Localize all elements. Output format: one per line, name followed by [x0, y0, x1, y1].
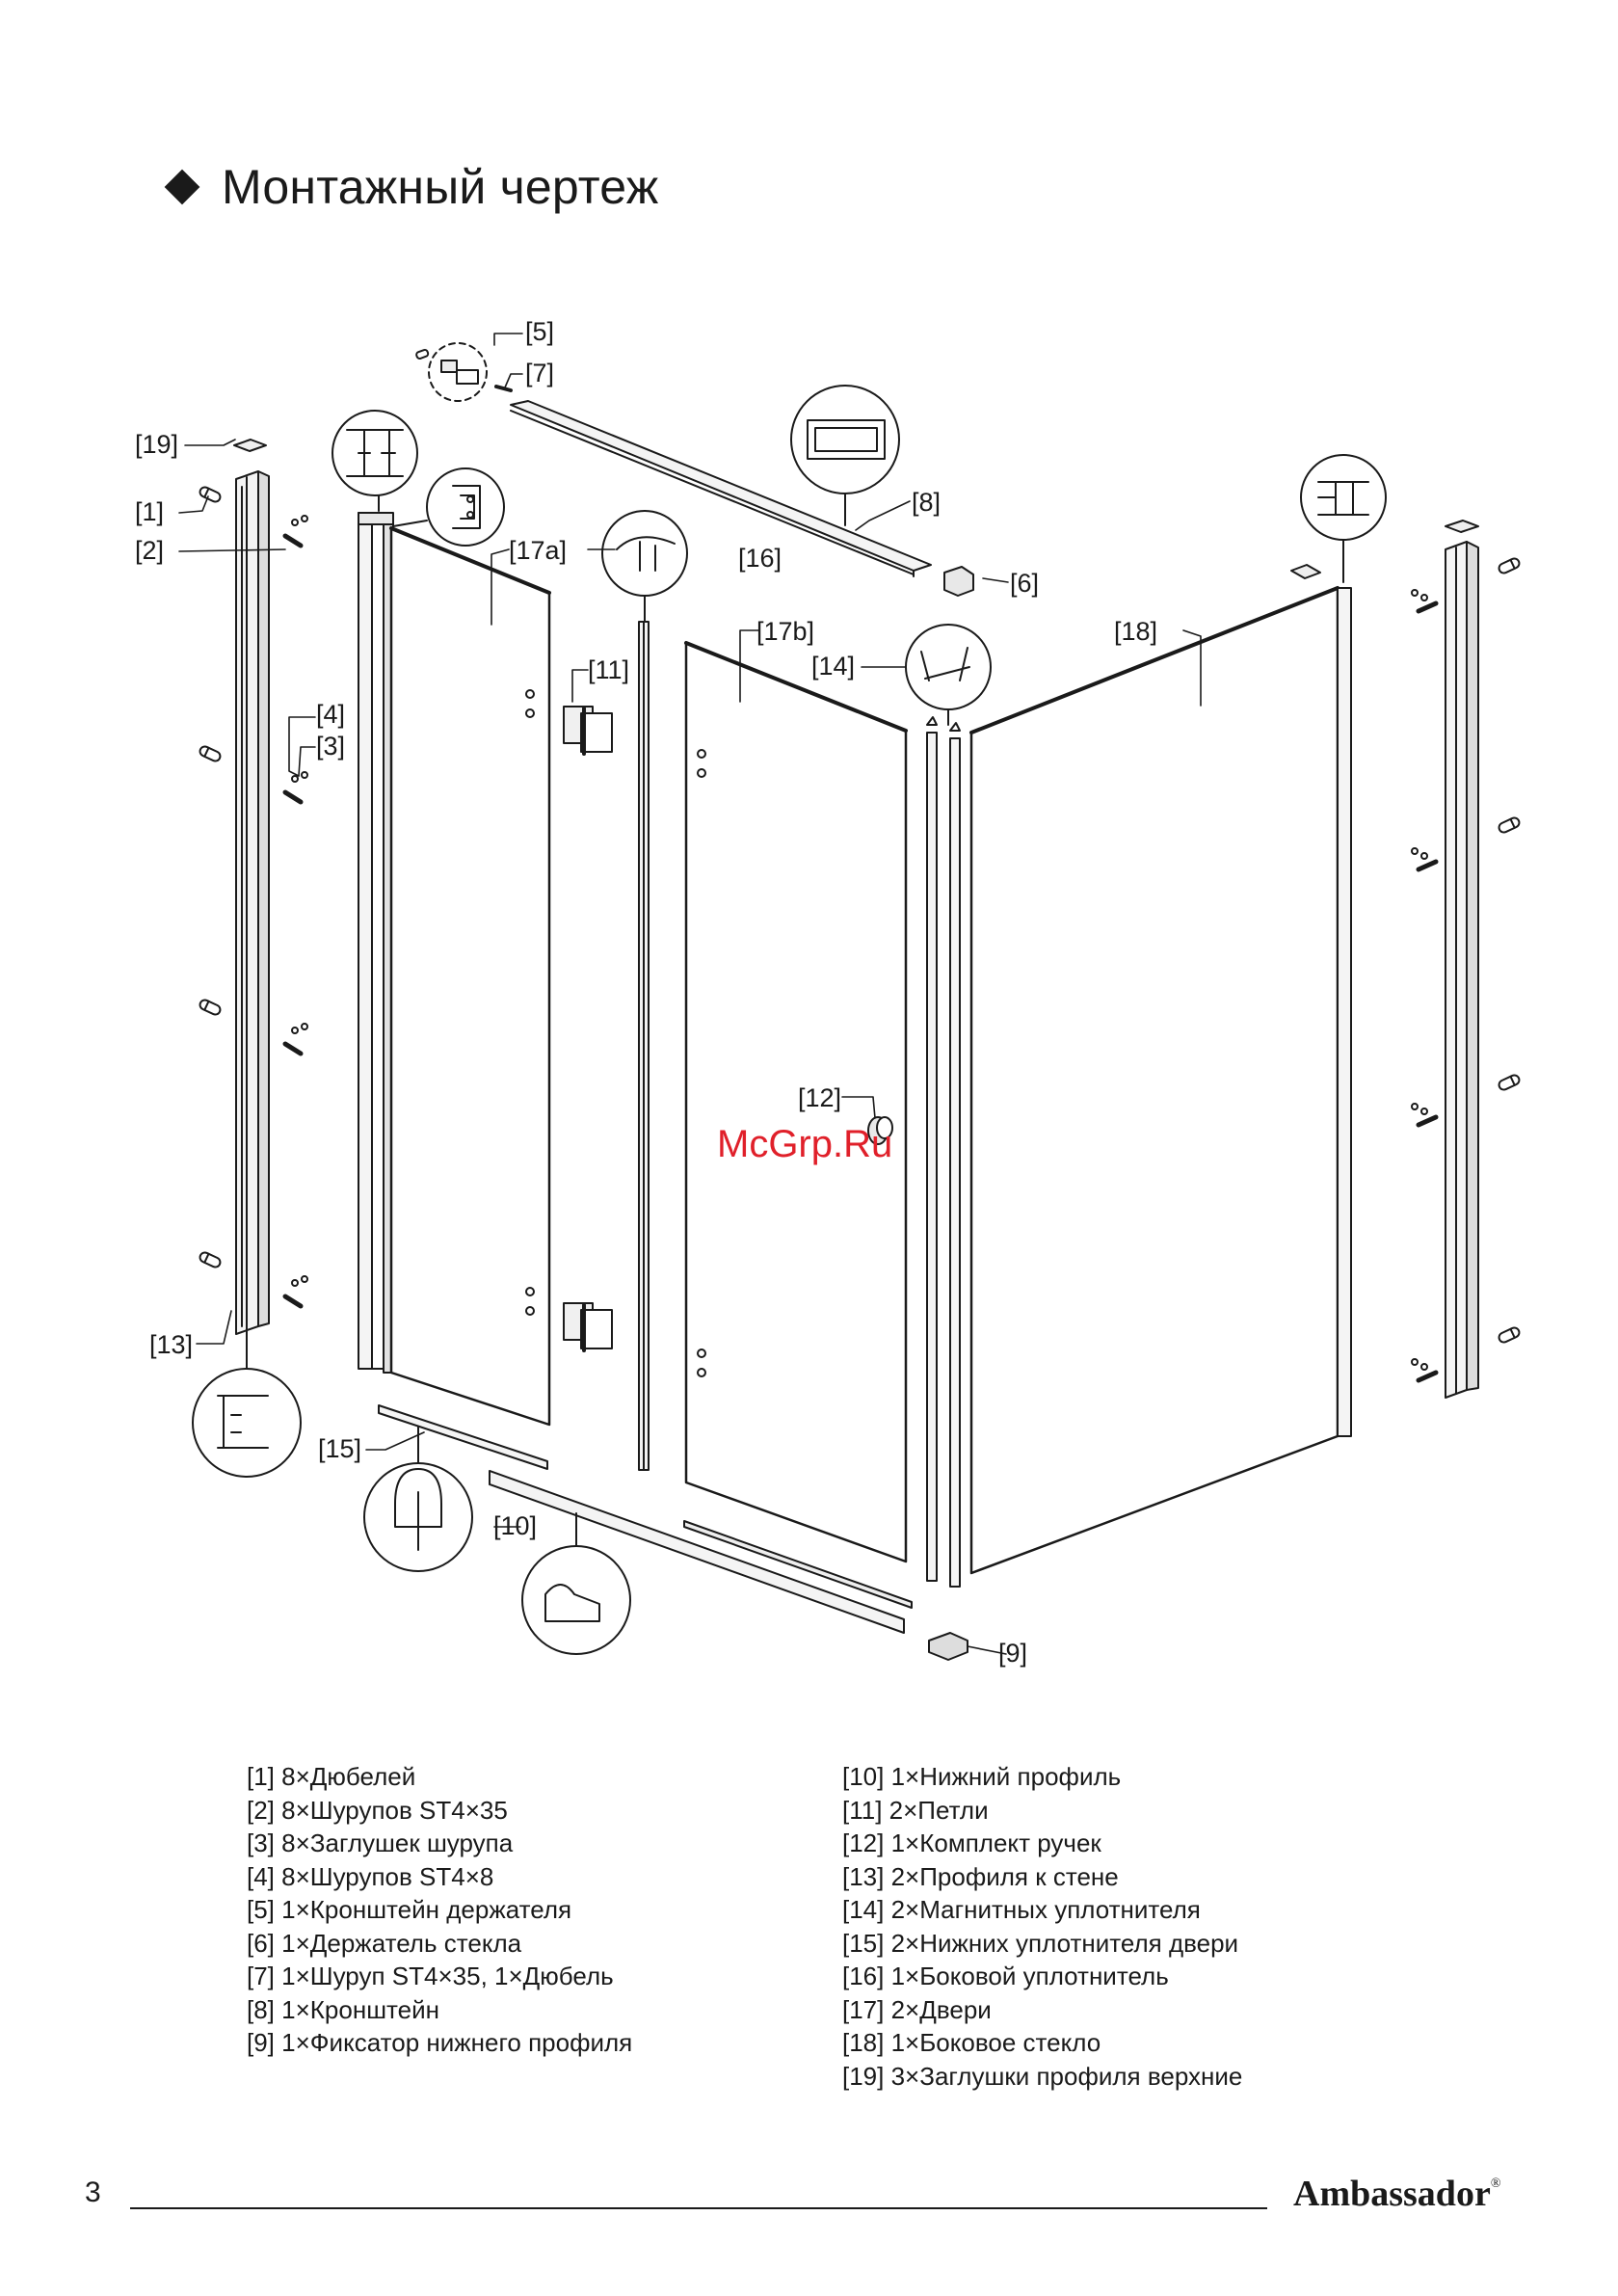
parts-list-item: [7] 1×Шуруп ST4×35, 1×Дюбель — [247, 1962, 614, 1990]
callout-8: [8] — [912, 488, 941, 517]
detail-bottom-profile — [521, 1545, 631, 1655]
detail-side-seal — [601, 510, 688, 597]
magnetic-seals — [926, 716, 961, 1588]
page-number: 3 — [85, 2176, 101, 2208]
bottom-profile — [489, 1470, 913, 1634]
callout-6: [6] — [1010, 569, 1039, 598]
bottom-door-seal — [378, 1404, 548, 1470]
top-cap-right — [1445, 520, 1479, 533]
dowels-left — [199, 486, 222, 1268]
parts-list-item: [2] 8×Шурупов ST4×35 — [247, 1795, 508, 1825]
parts-list-item: [16] 1×Боковой уплотнитель — [842, 1962, 1169, 1990]
parts-list-item: [5] 1×Кронштейн держателя — [247, 1895, 572, 1924]
brand-logo: Ambassador® — [1293, 2173, 1500, 2215]
callout-12: [12] — [798, 1083, 841, 1112]
parts-list-left: [1] 8×Дюбелей [2] 8×Шурупов ST4×35 [3] 8… — [247, 1760, 632, 2060]
handle — [867, 1116, 893, 1145]
screws-right — [1411, 589, 1439, 1383]
side-glass-18 — [969, 586, 1352, 1575]
registered-mark: ® — [1490, 2176, 1501, 2191]
parts-list-item: [3] 8×Заглушек шурупа — [247, 1829, 514, 1857]
callout-13: [13] — [149, 1330, 193, 1359]
callout-10: [10] — [493, 1511, 537, 1540]
parts-list-item: [4] 8×Шурупов ST4×8 — [247, 1861, 494, 1891]
callout-17b: [17b] — [756, 617, 814, 646]
top-cap-left — [233, 439, 267, 452]
parts-list-item: [19] 3×Заглушки профиля верхние — [842, 2061, 1243, 2091]
callout-15: [15] — [318, 1434, 361, 1463]
callout-5: [5] — [525, 317, 554, 346]
bracket-holder — [415, 342, 513, 402]
footer-divider — [130, 2207, 1267, 2209]
detail-profile-top-left — [332, 410, 418, 496]
parts-list-item: [8] 1×Кронштейн — [247, 1994, 440, 2024]
callout-3: [3] — [316, 732, 345, 761]
watermark-text: McGrp.Ru — [717, 1123, 892, 1165]
callout-4: [4] — [316, 700, 345, 729]
top-cap-mid — [1290, 564, 1321, 579]
leader-lines — [178, 333, 1202, 1655]
dowels-right — [1498, 557, 1521, 1344]
callout-9: [9] — [998, 1639, 1027, 1668]
top-bracket — [510, 400, 932, 577]
detail-magnetic-seal — [905, 624, 992, 710]
glass-holder — [943, 566, 974, 597]
wall-profile-left — [235, 470, 270, 1335]
wall-profile-right — [1445, 541, 1479, 1399]
page-title-text: Монтажный чертеж — [222, 160, 659, 214]
parts-list-item: [9] 1×Фиксатор нижнего профиля — [247, 2028, 633, 2057]
callout-11: [11] — [588, 655, 629, 684]
parts-list-right: [10] 1×Нижний профиль [11] 2×Петли [12] … — [842, 1760, 1242, 2093]
door-panel-17b — [684, 641, 908, 1563]
parts-list-item: [15] 2×Нижних уплотнителя двери — [842, 1928, 1239, 1958]
callout-7: [7] — [525, 359, 554, 387]
detail-bracket-section — [790, 385, 900, 494]
door-panel-17a — [389, 526, 551, 1427]
screws-left — [282, 515, 308, 1309]
detail-frame-clip — [426, 467, 505, 547]
callout-1: [1] — [135, 497, 164, 526]
brand-name: Ambassador — [1293, 2174, 1491, 2214]
callout-18: [18] — [1114, 617, 1157, 646]
parts-list-item: [1] 8×Дюбелей — [247, 1762, 416, 1791]
parts-list-item: [12] 1×Комплект ручек — [842, 1829, 1101, 1857]
hinges — [563, 706, 613, 1352]
parts-list-item: [6] 1×Держатель стекла — [247, 1928, 522, 1958]
parts-list-item: [10] 1×Нижний профиль — [842, 1762, 1122, 1791]
parts-list-item: [17] 2×Двери — [842, 1994, 992, 2024]
detail-profile-top-right — [1300, 454, 1387, 541]
parts-list-item: [14] 2×Магнитных уплотнителя — [842, 1895, 1201, 1924]
detail-wall-profile — [192, 1368, 302, 1478]
door-frame-profile — [358, 512, 394, 1374]
callout-19: [19] — [135, 430, 178, 459]
side-seal — [638, 621, 650, 1471]
parts-list-item: [13] 2×Профиля к стене — [842, 1861, 1119, 1891]
parts-list-item: [11] 2×Петли — [842, 1795, 989, 1825]
callout-14: [14] — [811, 652, 855, 681]
page-title: Монтажный чертеж — [164, 159, 658, 215]
callout-16: [16] — [738, 544, 782, 573]
detail-bottom-seal — [363, 1462, 473, 1572]
parts-list-item: [18] 1×Боковое стекло — [842, 2028, 1101, 2057]
callout-17a: [17a] — [509, 536, 567, 565]
bottom-profile-fixer — [928, 1632, 968, 1661]
callout-2: [2] — [135, 536, 164, 565]
